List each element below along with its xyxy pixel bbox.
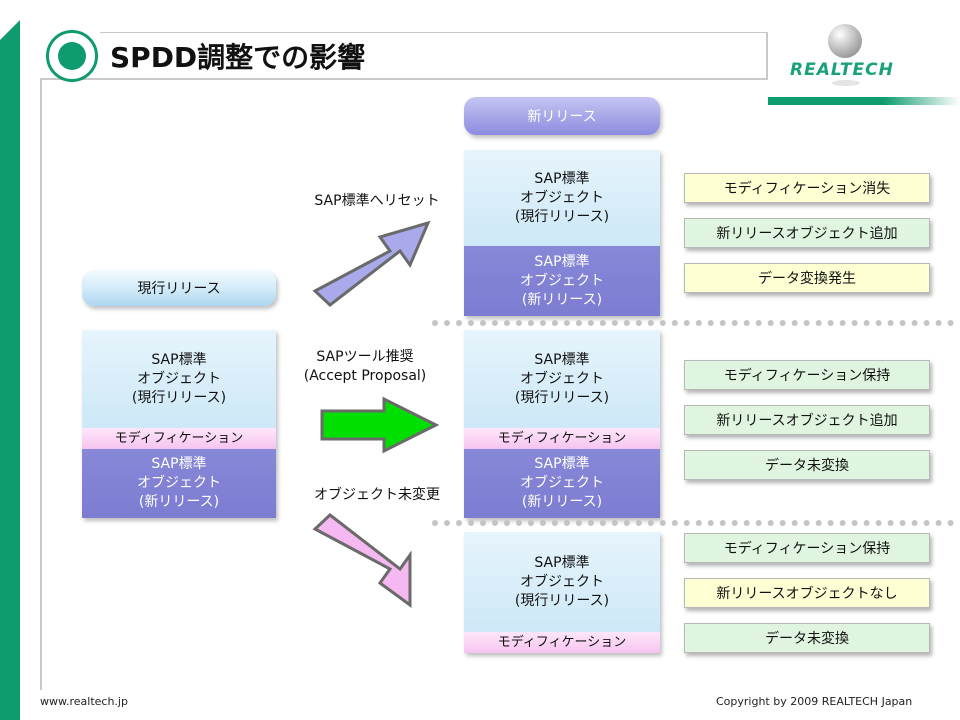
result-text: 新リリースオブジェクトなし bbox=[716, 586, 898, 602]
scenario1-std-current: SAP標準 オブジェクト (現行リリース) bbox=[464, 150, 660, 246]
box-line: オブジェクト bbox=[520, 272, 604, 289]
scenario3-modification: モディフィケーション bbox=[464, 632, 660, 653]
box-line: (新リリース) bbox=[521, 494, 603, 510]
company-logo: REALTECH bbox=[790, 60, 894, 80]
scenario3-std-current: SAP標準 オブジェクト (現行リリース) bbox=[464, 532, 660, 632]
arrow-right-label: SAPツール推奨 (Accept Proposal) bbox=[295, 348, 435, 386]
frame-top-line bbox=[100, 32, 768, 33]
box-line: (新リリース) bbox=[138, 494, 220, 510]
new-release-header: 新リリース bbox=[464, 97, 660, 135]
logo-underline bbox=[768, 97, 960, 105]
arrow-right-icon bbox=[320, 396, 440, 454]
current-std-object-current: SAP標準 オブジェクト (現行リリース) bbox=[82, 330, 276, 428]
box-line: オブジェクト bbox=[520, 370, 604, 387]
scenario2-std-new: SAP標準 オブジェクト (新リリース) bbox=[464, 449, 660, 518]
scenario1-std-new: SAP標準 オブジェクト (新リリース) bbox=[464, 246, 660, 316]
result-text: モディフィケーション保持 bbox=[723, 368, 891, 384]
scenario2-result-2: 新リリースオブジェクト追加 bbox=[684, 405, 930, 435]
result-text: モディフィケーション消失 bbox=[723, 181, 891, 197]
scenario-divider bbox=[432, 520, 954, 526]
result-text: 新リリースオブジェクト追加 bbox=[716, 413, 898, 429]
title-bullet-icon bbox=[58, 42, 86, 70]
scenario3-result-2: 新リリースオブジェクトなし bbox=[684, 578, 930, 608]
scenario1-result-2: 新リリースオブジェクト追加 bbox=[684, 218, 930, 248]
box-line: モディフィケーション bbox=[497, 635, 627, 650]
arrow-right-label-line2: (Accept Proposal) bbox=[303, 368, 427, 384]
result-text: データ未変換 bbox=[765, 631, 849, 647]
box-line: (現行リリース) bbox=[514, 592, 610, 609]
box-line: オブジェクト bbox=[137, 370, 221, 387]
scenario2-result-3: データ未変換 bbox=[684, 450, 930, 480]
title-bullet-ring bbox=[46, 30, 98, 82]
box-line: モディフィケーション bbox=[497, 431, 627, 446]
box-line: オブジェクト bbox=[520, 573, 604, 590]
logo-shadow bbox=[832, 80, 860, 86]
box-line: (新リリース) bbox=[521, 291, 603, 308]
scenario1-result-1: モディフィケーション消失 bbox=[684, 173, 930, 203]
footer-copyright: Copyright by 2009 REALTECH Japan bbox=[716, 695, 913, 708]
scenario2-modification: モディフィケーション bbox=[464, 428, 660, 449]
arrow-up-label: SAP標準へリセット bbox=[314, 193, 440, 209]
current-release-header: 現行リリース bbox=[82, 270, 276, 306]
arrow-right-label-line1: SAPツール推奨 bbox=[316, 349, 414, 365]
arrow-down-right-icon bbox=[312, 513, 412, 608]
box-line: オブジェクト bbox=[137, 475, 221, 491]
box-line: モディフィケーション bbox=[114, 431, 244, 446]
box-line: オブジェクト bbox=[520, 475, 604, 491]
frame-left-line bbox=[40, 80, 42, 690]
box-line: SAP標準 bbox=[534, 170, 590, 187]
box-line: SAP標準 bbox=[534, 351, 590, 368]
scenario2-result-1: モディフィケーション保持 bbox=[684, 360, 930, 390]
result-text: モディフィケーション保持 bbox=[723, 541, 891, 557]
box-line: (現行リリース) bbox=[514, 208, 610, 225]
box-line: SAP標準 bbox=[534, 554, 590, 571]
result-text: データ変換発生 bbox=[758, 271, 856, 287]
scenario2-std-current: SAP標準 オブジェクト (現行リリース) bbox=[464, 330, 660, 428]
box-line: (現行リリース) bbox=[131, 389, 227, 406]
box-line: SAP標準 bbox=[534, 253, 590, 270]
arrow-up-right-icon bbox=[312, 220, 431, 307]
accent-corner bbox=[0, 0, 40, 40]
footer-url[interactable]: www.realtech.jp bbox=[40, 695, 128, 708]
box-line: SAP標準 bbox=[151, 456, 207, 472]
current-std-object-new: SAP標準 オブジェクト (新リリース) bbox=[82, 449, 276, 518]
title-underline bbox=[40, 78, 766, 80]
arrow-down-label: オブジェクト未変更 bbox=[314, 487, 440, 503]
current-release-label: 現行リリース bbox=[137, 281, 221, 297]
box-line: SAP標準 bbox=[151, 351, 207, 368]
new-release-label: 新リリース bbox=[527, 109, 597, 125]
left-accent-bar bbox=[0, 0, 20, 720]
scenario3-result-1: モディフィケーション保持 bbox=[684, 533, 930, 563]
scenario-divider bbox=[432, 320, 954, 326]
current-modification: モディフィケーション bbox=[82, 428, 276, 449]
page-title: SPDD調整での影響 bbox=[110, 41, 366, 74]
result-text: データ未変換 bbox=[765, 458, 849, 474]
result-text: 新リリースオブジェクト追加 bbox=[716, 226, 898, 242]
box-line: オブジェクト bbox=[520, 189, 604, 206]
scenario1-result-3: データ変換発生 bbox=[684, 263, 930, 293]
box-line: SAP標準 bbox=[534, 456, 590, 472]
frame-right-edge bbox=[766, 32, 768, 80]
logo-sphere-icon bbox=[828, 24, 862, 58]
box-line: (現行リリース) bbox=[514, 389, 610, 406]
scenario3-result-3: データ未変換 bbox=[684, 623, 930, 653]
